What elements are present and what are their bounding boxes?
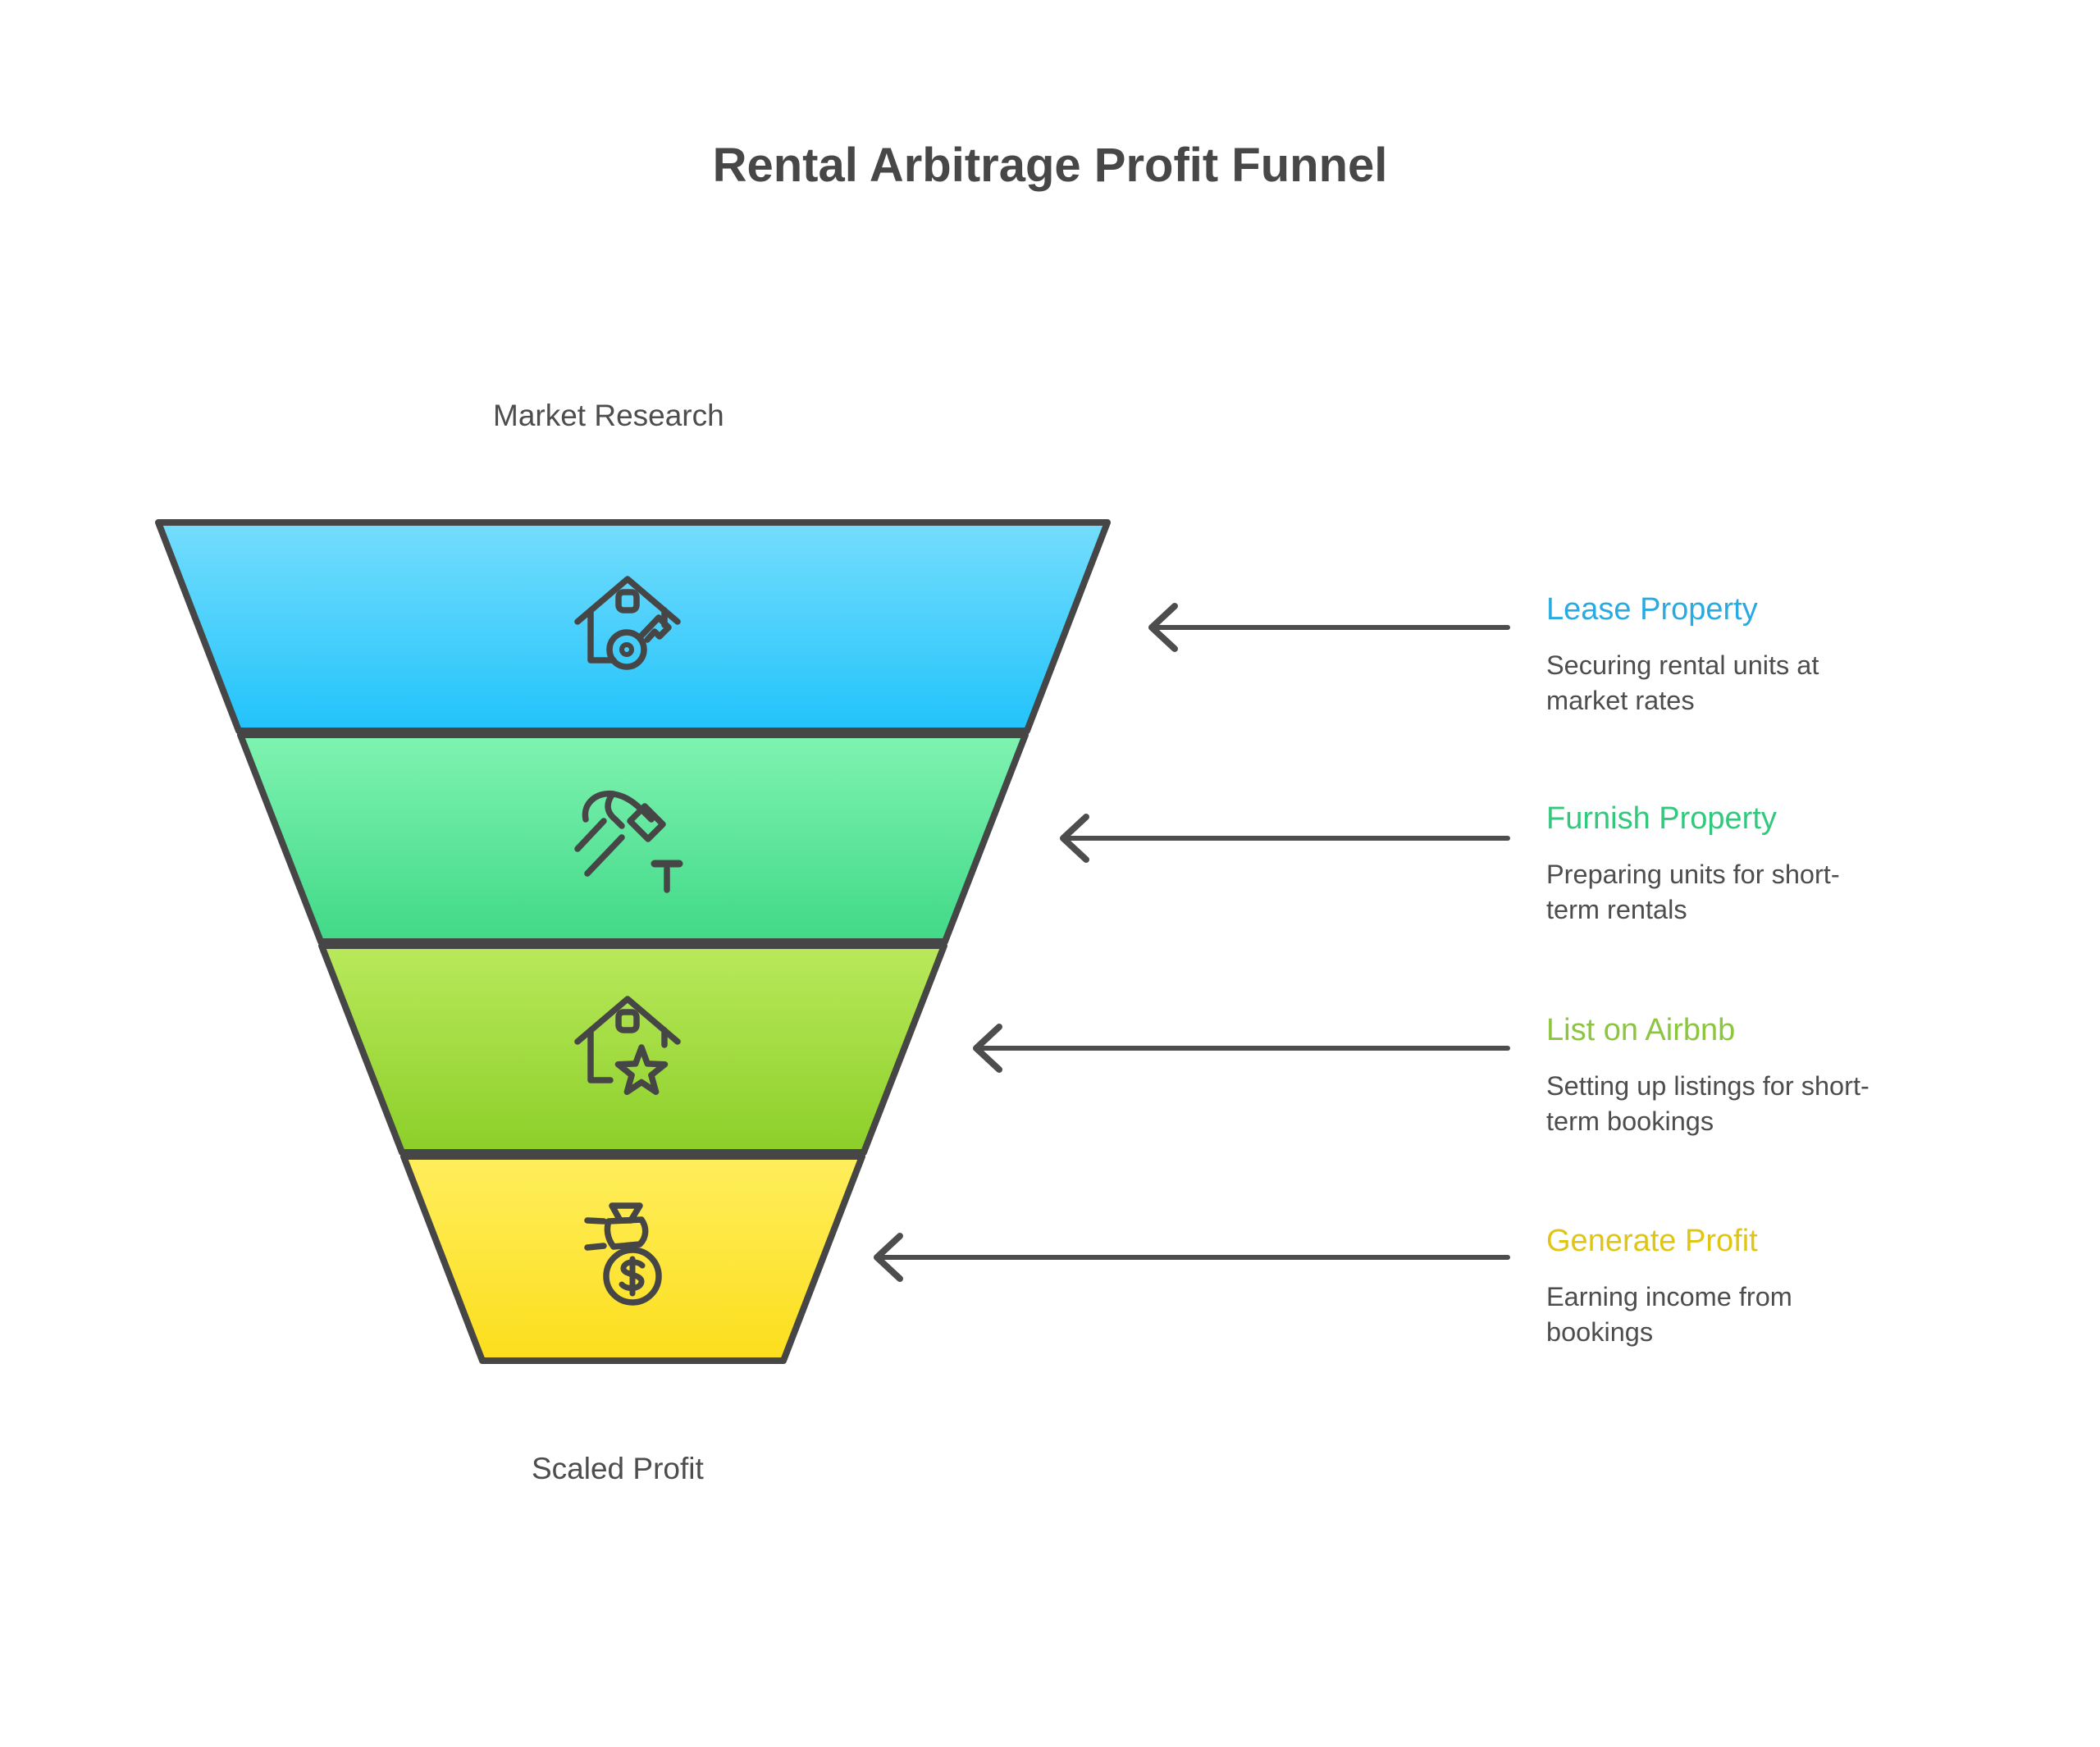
step-title: Generate Profit <box>1546 1224 1758 1258</box>
step-label-lease: Lease Property Securing rental units at … <box>1546 592 1940 718</box>
arrow-lease-icon <box>1148 603 1510 652</box>
arrow-list-icon <box>973 1024 1510 1073</box>
funnel-bottom-label: Scaled Profit <box>532 1452 704 1485</box>
house-star-icon <box>574 996 681 1096</box>
funnel-layer-furnish-shape <box>237 732 1029 945</box>
step-label-list: List on Airbnb Setting up listings for s… <box>1546 1013 1940 1138</box>
house-key-icon <box>574 576 681 670</box>
arrow-furnish-icon <box>1060 814 1510 863</box>
money-bag-icon <box>584 1202 662 1306</box>
funnel-layer-list-shape <box>318 942 947 1156</box>
connector-arrows <box>874 603 1510 1282</box>
funnel-layers <box>155 519 1111 1364</box>
step-description: Preparing units for short- term rentals <box>1546 859 1840 924</box>
page-title: Rental Arbitrage Profit Funnel <box>712 139 1388 192</box>
step-title: Lease Property <box>1546 592 1758 627</box>
step-label-furnish: Furnish Property Preparing units for sho… <box>1546 801 1940 927</box>
step-title: List on Airbnb <box>1546 1013 1736 1047</box>
step-title: Furnish Property <box>1546 801 1777 836</box>
funnel-icons <box>574 576 683 1306</box>
funnel-layer-lease-shape <box>155 519 1111 734</box>
step-description: Securing rental units at market rates <box>1546 650 1819 715</box>
step-description: Earning income from bookings <box>1546 1281 1792 1347</box>
step-description: Setting up listings for short- term book… <box>1546 1070 1869 1136</box>
step-label-profit: Generate Profit Earning income from book… <box>1546 1224 1940 1349</box>
arrow-profit-icon <box>874 1233 1510 1282</box>
hammer-nail-icon <box>574 790 683 893</box>
funnel-top-label: Market Research <box>493 399 724 432</box>
